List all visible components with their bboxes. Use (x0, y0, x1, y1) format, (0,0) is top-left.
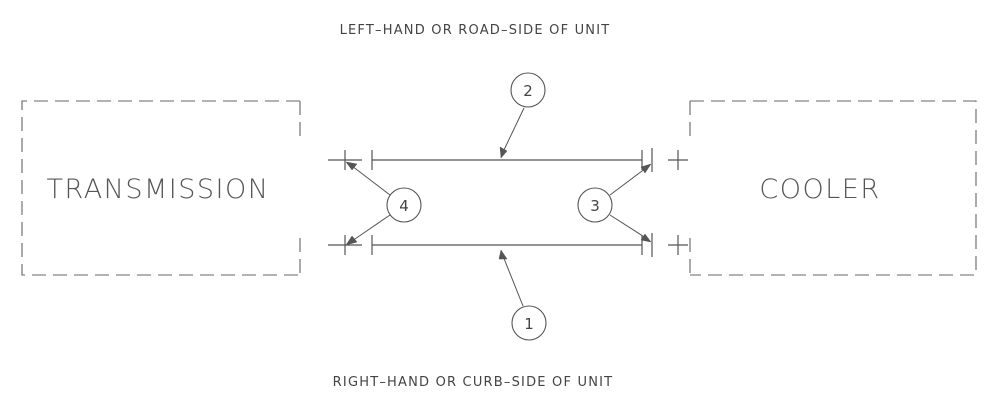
cooler-label: COOLER (759, 174, 880, 205)
callout-3: 3 (577, 187, 613, 223)
lower-cooler-line (371, 235, 643, 255)
callout-4: 4 (386, 187, 422, 223)
transmission-fitting-lower (328, 235, 362, 255)
transmission-label: TRANSMISSION (47, 174, 270, 205)
callout-1: 1 (511, 305, 547, 341)
leader-line-1 (498, 249, 524, 307)
callout-2-number: 2 (523, 82, 533, 100)
cooler-box (689, 100, 977, 276)
leader-lines-3 (609, 163, 652, 243)
bottom-caption: RIGHT–HAND OR CURB–SIDE OF UNIT (333, 375, 614, 390)
callout-1-number: 1 (524, 315, 534, 333)
cooler-fitting-lower (651, 233, 688, 257)
leader-line-2 (499, 107, 525, 159)
callout-2: 2 (510, 72, 546, 108)
callout-4-number: 4 (399, 197, 409, 215)
cooler-fitting-upper (651, 148, 688, 172)
leader-lines-4 (345, 161, 391, 246)
top-caption: LEFT–HAND OR ROAD–SIDE OF UNIT (340, 23, 611, 38)
transmission-box (21, 100, 301, 276)
upper-cooler-line (371, 150, 643, 170)
callout-3-number: 3 (590, 197, 600, 215)
transmission-fitting-upper (328, 150, 362, 170)
